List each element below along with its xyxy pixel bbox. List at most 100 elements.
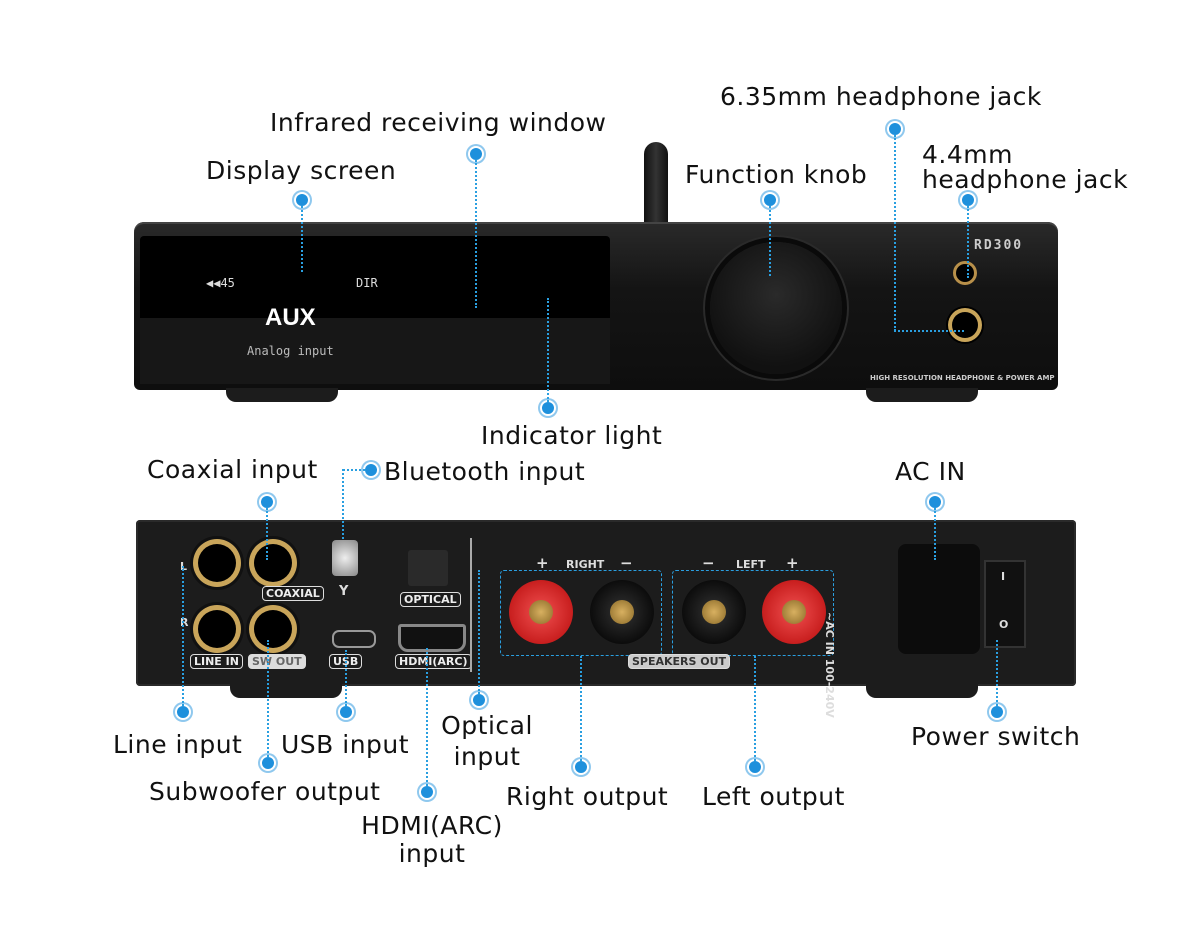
rear-panel: L R COAXIAL LINE IN SW OUT Y USB OPTICAL… <box>136 520 1076 718</box>
hdmi-tag: HDMI(ARC) <box>395 654 472 669</box>
label-right-output: Right output <box>506 782 669 811</box>
volume-readout: ◀◀45 <box>206 276 235 290</box>
label-indicator-light: Indicator light <box>481 421 663 450</box>
pointer-dot <box>261 496 273 508</box>
left-minus-terminal[interactable] <box>682 580 746 644</box>
leader-line <box>266 508 268 560</box>
rear-foot-right <box>866 684 978 698</box>
label-ac-in: AC IN <box>895 457 966 486</box>
pointer-dot <box>473 694 485 706</box>
pointer-dot <box>365 464 377 476</box>
label-infrared-window: Infrared receiving window <box>270 108 607 137</box>
label-44mm-jack-line1: 4.4mm <box>922 140 1013 169</box>
mode-readout: DIR <box>356 276 378 290</box>
label-power-switch: Power switch <box>911 722 1081 751</box>
bluetooth-antenna-connector[interactable] <box>332 540 358 576</box>
tagline: HIGH RESOLUTION HEADPHONE & POWER AMP <box>870 374 1055 382</box>
coaxial-jack[interactable] <box>254 544 292 582</box>
635mm-headphone-jack[interactable] <box>952 312 978 338</box>
label-optical-line2: input <box>453 742 521 771</box>
model-logo: RD300 <box>974 238 1024 253</box>
right-tag: RIGHT <box>566 558 605 571</box>
leader-line <box>182 566 184 706</box>
left-output-outline <box>672 570 834 656</box>
front-panel: ◀◀45 DIR AUX Analog input RD300 HIGH RES… <box>134 222 1058 390</box>
pointer-dot <box>889 123 901 135</box>
ac-inlet[interactable] <box>898 544 980 654</box>
line-in-right-jack[interactable] <box>198 610 236 648</box>
hdmi-port[interactable] <box>398 624 466 652</box>
bluetooth-antenna <box>644 142 668 226</box>
left-tag: LEFT <box>736 558 766 571</box>
leader-line <box>478 570 480 694</box>
right-minus-mark: − <box>620 554 633 572</box>
leader-line <box>267 640 269 757</box>
label-line-input: Line input <box>113 730 243 759</box>
power-switch[interactable]: I O <box>984 560 1026 648</box>
front-foot-right <box>866 388 978 402</box>
label-optical-line1: Optical <box>441 711 533 740</box>
optical-port[interactable] <box>408 550 448 586</box>
leader-line <box>547 298 549 402</box>
front-foot-left <box>226 388 338 402</box>
pointer-dot <box>421 786 433 798</box>
rear-foot-left <box>230 684 342 698</box>
right-plus-mark: + <box>536 554 549 572</box>
leader-line <box>769 206 771 276</box>
left-plus-mark: + <box>786 554 799 572</box>
sw-out-tag: SW OUT <box>248 654 306 669</box>
label-635mm-jack: 6.35mm headphone jack <box>720 82 1042 111</box>
bluetooth-mark: Y <box>339 584 349 599</box>
pointer-dot <box>542 402 554 414</box>
leader-line <box>342 469 344 539</box>
leader-line <box>996 640 998 706</box>
speakers-out-tag: SPEAKERS OUT <box>628 654 731 669</box>
pointer-dot <box>470 148 482 160</box>
switch-off-mark: O <box>999 618 1009 631</box>
source-description: Analog input <box>247 344 334 358</box>
function-knob[interactable] <box>710 242 842 374</box>
divider <box>470 538 472 672</box>
right-plus-terminal[interactable] <box>509 580 573 644</box>
label-44mm-jack-line2: headphone jack <box>922 165 1129 194</box>
right-channel-mark: R <box>180 616 189 629</box>
subwoofer-out-jack[interactable] <box>254 610 292 648</box>
label-function-knob: Function knob <box>685 160 868 189</box>
line-in-tag: LINE IN <box>190 654 243 669</box>
leader-line <box>934 508 936 560</box>
coaxial-tag: COAXIAL <box>262 586 324 601</box>
right-output-outline <box>500 570 662 656</box>
leader-line <box>754 656 756 761</box>
leader-line <box>967 206 969 278</box>
switch-on-mark: I <box>1001 570 1006 583</box>
pointer-dot <box>177 706 189 718</box>
left-minus-mark: − <box>702 554 715 572</box>
leader-line <box>580 656 582 761</box>
line-in-left-jack[interactable] <box>198 544 236 582</box>
label-usb-input: USB input <box>281 730 410 759</box>
pointer-dot <box>749 761 761 773</box>
leader-line <box>343 469 365 471</box>
label-bluetooth-input: Bluetooth input <box>384 457 586 486</box>
leader-line <box>345 650 347 706</box>
pointer-dot <box>764 194 776 206</box>
pointer-dot <box>991 706 1003 718</box>
leader-line <box>475 160 477 308</box>
44mm-headphone-jack[interactable] <box>956 264 974 282</box>
label-display-screen: Display screen <box>206 156 397 185</box>
usb-c-port[interactable] <box>332 630 376 648</box>
pointer-dot <box>962 194 974 206</box>
leader-line <box>426 648 428 786</box>
pointer-dot <box>340 706 352 718</box>
label-hdmi-line1: HDMI(ARC) <box>361 811 503 840</box>
leader-line <box>894 330 964 332</box>
ac-rating: ~AC IN 100-240V <box>823 612 836 718</box>
right-minus-terminal[interactable] <box>590 580 654 644</box>
display-screen: ◀◀45 DIR AUX Analog input <box>140 236 610 384</box>
source-readout: AUX <box>265 304 316 331</box>
label-hdmi-line2: input <box>398 839 466 868</box>
pointer-dot <box>929 496 941 508</box>
left-plus-terminal[interactable] <box>762 580 826 644</box>
optical-tag: OPTICAL <box>400 592 461 607</box>
leader-line <box>301 206 303 272</box>
